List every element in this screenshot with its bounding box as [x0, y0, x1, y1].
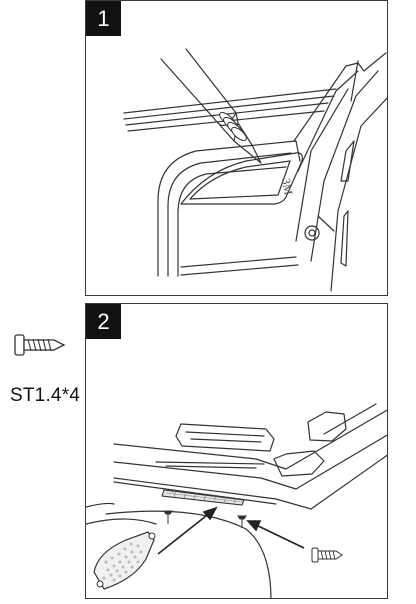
- mesh-grille-part: [93, 531, 156, 590]
- mesh-strip: [161, 489, 245, 506]
- arrows: [157, 506, 305, 555]
- screw-icon: [163, 510, 173, 524]
- sticker-3m-label: 3M: [279, 177, 296, 196]
- step-2-panel: 2: [85, 303, 388, 599]
- step-2-illustration: [86, 403, 387, 598]
- step-1-panel: 3M 1: [85, 0, 388, 296]
- screw-icon: [14, 334, 66, 356]
- screw-icon: [237, 515, 247, 528]
- step-number-2: 2: [86, 304, 121, 339]
- screw-spec-label: ST1.4*4: [10, 385, 81, 406]
- pry-tool-icon: [219, 111, 247, 142]
- step-1-illustration: 3M: [123, 48, 387, 292]
- screw-icon: [311, 547, 343, 563]
- step-number-1: 1: [86, 1, 121, 36]
